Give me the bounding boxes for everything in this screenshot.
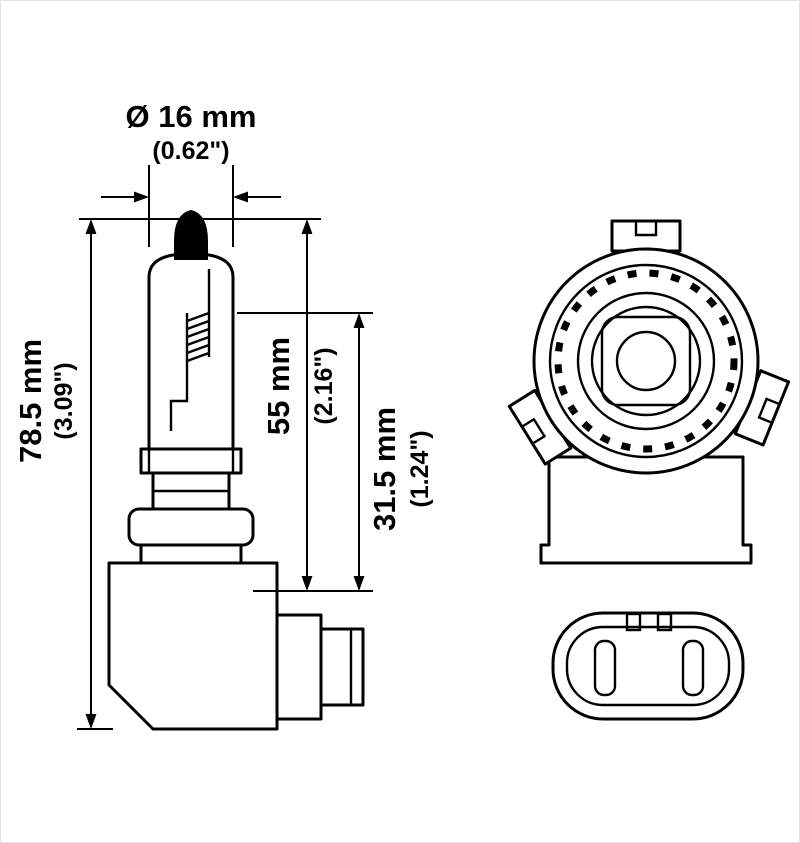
terminal-slot-right xyxy=(681,639,705,697)
filament-coil-hatch xyxy=(185,309,211,363)
glass-base-circle xyxy=(590,305,702,417)
diameter-arrow-right xyxy=(134,191,149,203)
diameter-arrow-left xyxy=(233,191,248,203)
overall-label-imperial: (3.09") xyxy=(50,362,78,439)
terminal-slot-left xyxy=(593,639,617,697)
overall-label-metric: 78.5 mm xyxy=(13,339,48,463)
connector-key-left xyxy=(625,612,642,632)
connector-stub xyxy=(319,627,365,707)
base-collar xyxy=(139,447,243,475)
base-arrow-up xyxy=(353,313,365,328)
base-arrow-down xyxy=(353,576,365,591)
diameter-label-imperial: (0.62") xyxy=(152,137,229,165)
mount-tab-top xyxy=(610,219,682,253)
glass-label-metric: 55 mm xyxy=(261,337,296,435)
glass-label-imperial: (2.16") xyxy=(310,347,338,424)
base-label-imperial: (1.24") xyxy=(406,430,434,507)
overall-arrow-up xyxy=(85,219,97,234)
side-view xyxy=(107,209,365,731)
connector-plate xyxy=(275,613,323,721)
front-base-block xyxy=(539,455,753,565)
flange-inner-circle xyxy=(548,263,744,459)
retainer-ring xyxy=(554,269,738,453)
connector-shroud-outer xyxy=(551,611,745,721)
dimension-annotations: Ø 16 mm (0.62") 78.5 mm (3.09") 55 mm (2… xyxy=(13,99,434,730)
base-flange xyxy=(127,507,255,547)
front-view xyxy=(507,219,791,721)
connector-housing xyxy=(107,561,279,731)
glass-square-end xyxy=(600,315,692,407)
bulb-black-tip xyxy=(174,209,208,260)
glass-arrow-down xyxy=(301,576,313,591)
connector-bottom-view xyxy=(551,611,745,721)
base-collar-notches xyxy=(147,449,235,473)
seat-circle xyxy=(576,291,716,431)
base-band xyxy=(139,543,243,565)
connector-key-right xyxy=(656,612,673,632)
overall-arrow-down xyxy=(85,714,97,729)
filament-support-wire xyxy=(169,269,211,431)
connector-shroud-inner xyxy=(565,625,731,707)
glass-arrow-up xyxy=(301,219,313,234)
base-label-metric: 31.5 mm xyxy=(367,407,402,531)
diameter-extension-lines xyxy=(148,165,234,247)
flange-outer-circle xyxy=(532,247,760,475)
glass-end-circle xyxy=(615,330,677,392)
diameter-label-metric: Ø 16 mm xyxy=(126,99,257,134)
